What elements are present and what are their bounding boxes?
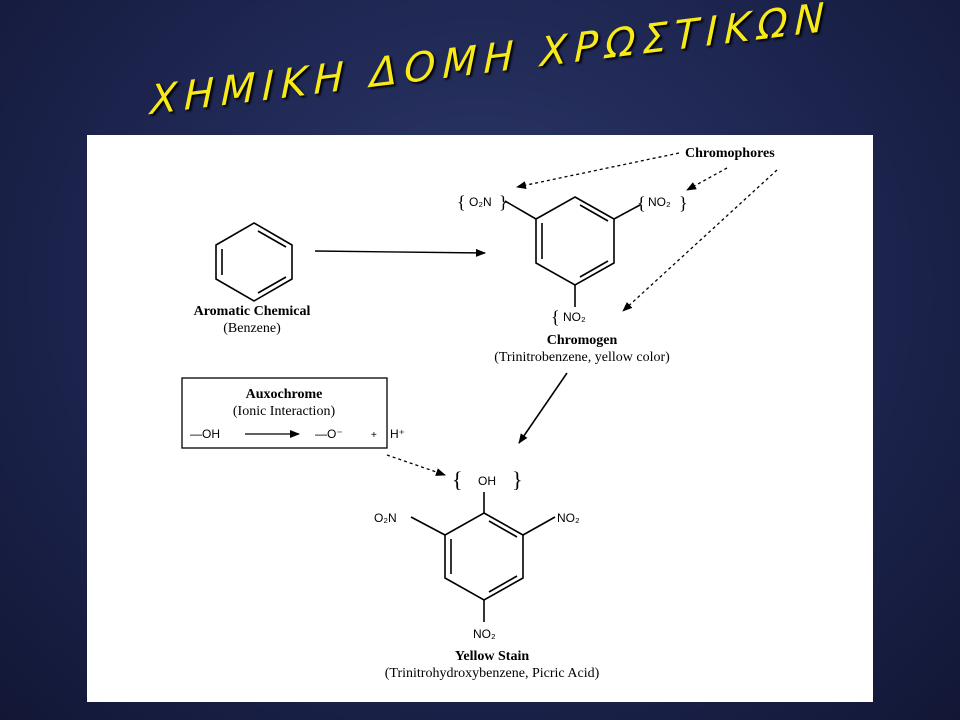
brace-close: } [499, 192, 508, 212]
chromogen-ring [504, 196, 641, 307]
auxochrome-box [181, 377, 388, 449]
auxochrome-ion: H⁺ [390, 427, 405, 441]
yellow-stain-sublabel: (Trinitrohydroxybenzene, Picric Acid) [385, 666, 600, 681]
yellow-stain-label: Yellow Stain [455, 649, 530, 664]
chromogen-group-o2n: O₂N [469, 195, 492, 209]
stain-group-no2-right: NO₂ [557, 511, 580, 525]
brace-open: { [452, 467, 463, 492]
auxochrome-pointer-arrow [386, 454, 446, 476]
brace-open: { [457, 192, 466, 212]
brace-open: { [551, 307, 560, 327]
stain-group-no2-bottom: NO₂ [473, 627, 496, 641]
auxochrome-label: Auxochrome [246, 387, 323, 402]
reaction-arrow-chromogen-to-stain [518, 372, 568, 444]
chromophore-pointer-arrows [516, 152, 778, 312]
stain-group-o2n: O₂N [374, 511, 397, 525]
auxochrome-plus: + [371, 430, 377, 441]
chromogen-label: Chromogen [547, 333, 618, 348]
slide-title: ΧΗΜΙΚΗ ΔΟΜΗ ΧΡΩΣΤΙΚΩΝ [149, 0, 832, 125]
chromophores-label: Chromophores [685, 146, 775, 161]
chemical-structure-diagram: Aromatic Chemical (Benzene) { O₂N } { NO… [181, 146, 778, 681]
chromogen-group-no2-right: NO₂ [648, 195, 671, 209]
brace-open: { [637, 193, 646, 213]
benzene-sublabel: (Benzene) [223, 321, 281, 336]
stain-group-oh: OH [478, 474, 496, 488]
auxochrome-reactant: —OH [190, 427, 220, 441]
chromogen-sublabel: (Trinitrobenzene, yellow color) [494, 350, 670, 365]
benzene-ring [215, 222, 293, 302]
brace-close: } [679, 193, 688, 213]
benzene-label: Aromatic Chemical [194, 304, 311, 319]
picric-acid-ring [410, 492, 556, 622]
auxochrome-product: —O⁻ [315, 427, 343, 441]
reaction-arrow-benzene-to-chromogen [314, 248, 486, 257]
auxochrome-sublabel: (Ionic Interaction) [233, 404, 336, 419]
diagram-panel: Aromatic Chemical (Benzene) { O₂N } { NO… [87, 135, 873, 702]
chromogen-group-no2-bottom: NO₂ [563, 310, 586, 324]
brace-close: } [512, 467, 523, 492]
